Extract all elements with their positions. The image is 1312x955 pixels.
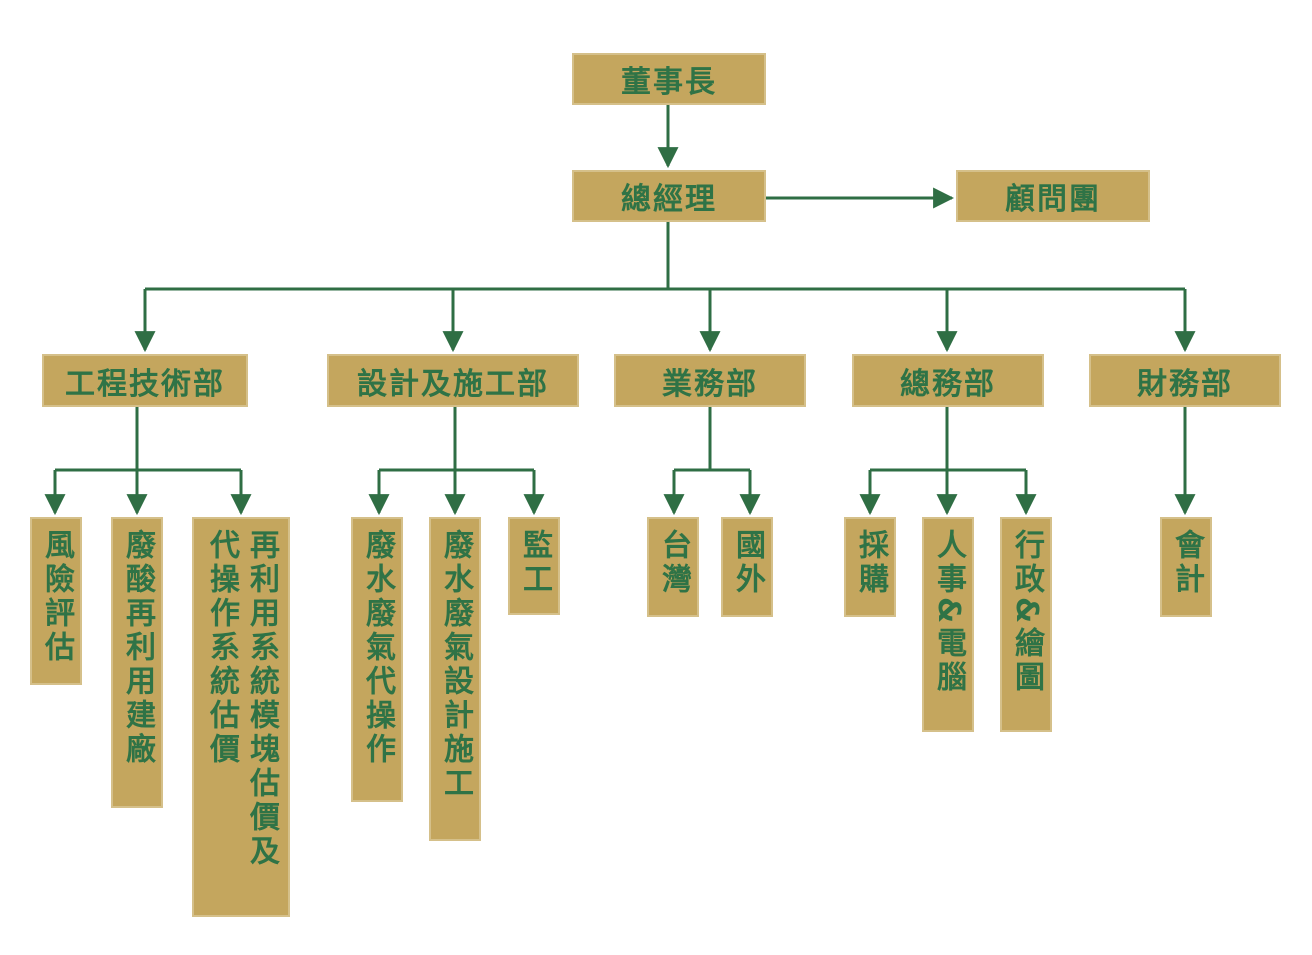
unit-admin-drafting-label: 行政&繪圖: [1009, 529, 1044, 696]
unit-purchasing-box: 採購: [844, 517, 896, 617]
dept-business-box: 業務部: [614, 354, 806, 407]
unit-reuse-system-estimate-col2: 代操作系統估價: [204, 529, 239, 767]
dept-business-label: 業務部: [662, 366, 758, 402]
unit-risk-assessment-box: 風險評估: [30, 517, 82, 685]
chairman-label: 董事長: [621, 65, 717, 100]
unit-admin-drafting-box: 行政&繪圖: [1000, 517, 1052, 732]
unit-acid-reuse-plant-box: 廢酸再利用建廠: [111, 517, 163, 808]
unit-reuse-system-estimate-col1: 再利用系統模塊估價及: [244, 529, 279, 869]
unit-hr-it-box: 人事&電腦: [922, 517, 974, 732]
dept-finance-box: 財務部: [1089, 354, 1281, 407]
unit-hr-it-label: 人事&電腦: [931, 529, 966, 696]
unit-overseas-box: 國外: [721, 517, 773, 617]
unit-accounting-box: 會計: [1160, 517, 1212, 617]
dept-design-construction-box: 設計及施工部: [327, 354, 579, 407]
advisory-group-label: 顧問團: [1005, 182, 1101, 217]
unit-acid-reuse-plant-label: 廢酸再利用建廠: [120, 529, 155, 767]
unit-supervision-label: 監工: [517, 529, 552, 597]
unit-purchasing-label: 採購: [853, 529, 888, 597]
dept-general-affairs-label: 總務部: [900, 366, 996, 402]
unit-accounting-label: 會計: [1169, 529, 1204, 597]
dept-finance-label: 財務部: [1137, 366, 1233, 402]
dept-engineering-label: 工程技術部: [65, 366, 225, 402]
dept-engineering-box: 工程技術部: [42, 354, 248, 407]
unit-risk-assessment-label: 風險評估: [39, 529, 74, 665]
dept-design-construction-label: 設計及施工部: [357, 366, 549, 402]
unit-taiwan-box: 台灣: [647, 517, 699, 617]
general-manager-label: 總經理: [621, 182, 717, 217]
advisory-group-box: 顧問團: [956, 170, 1150, 222]
unit-overseas-label: 國外: [730, 529, 765, 597]
unit-wastewater-gas-operation-label: 廢水廢氣代操作: [360, 529, 395, 767]
unit-supervision-box: 監工: [508, 517, 560, 615]
dept-general-affairs-box: 總務部: [852, 354, 1044, 407]
unit-wastewater-gas-design-box: 廢水廢氣設計施工: [429, 517, 481, 841]
unit-wastewater-gas-design-label: 廢水廢氣設計施工: [438, 529, 473, 801]
chairman-box: 董事長: [572, 53, 766, 105]
general-manager-box: 總經理: [572, 170, 766, 222]
unit-taiwan-label: 台灣: [656, 529, 691, 597]
unit-reuse-system-estimate-box: 再利用系統模塊估價及 代操作系統估價: [192, 517, 290, 917]
unit-wastewater-gas-operation-box: 廢水廢氣代操作: [351, 517, 403, 802]
